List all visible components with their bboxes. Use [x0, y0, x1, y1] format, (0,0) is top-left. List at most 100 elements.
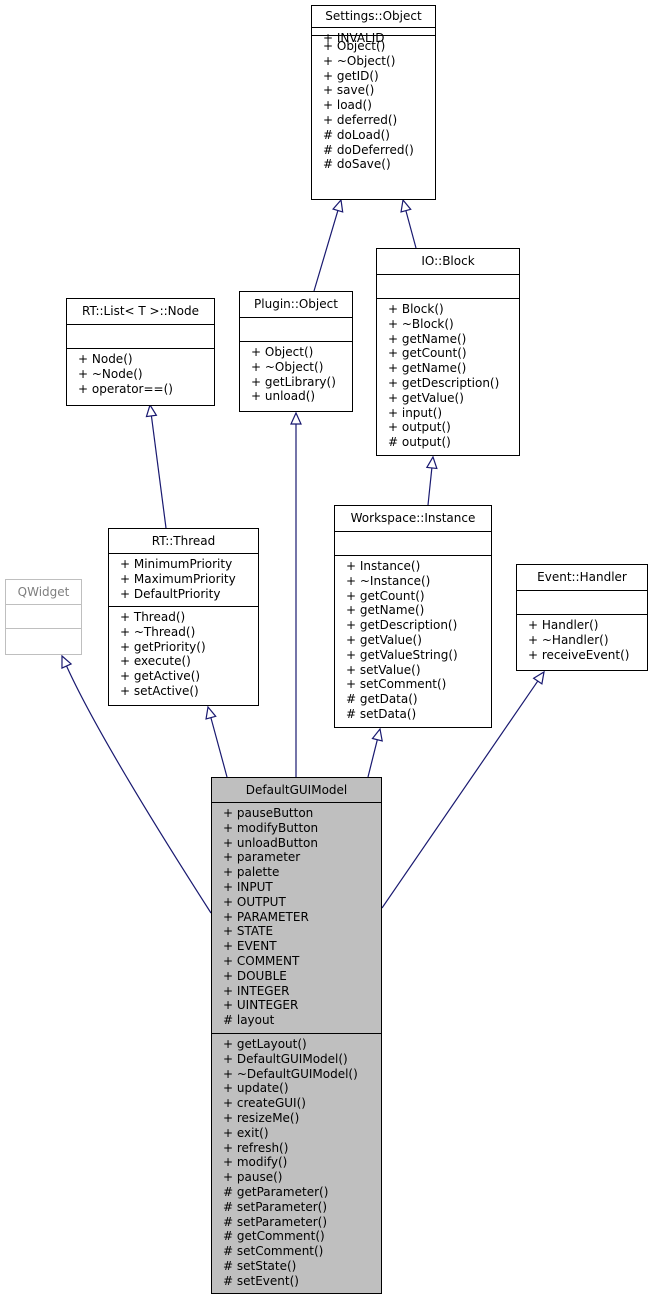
attribute-item: + MinimumPriority: [120, 557, 233, 571]
class-box-event-handler[interactable]: Event::Handler+ Handler()+ ~Handler()+ r…: [516, 564, 648, 671]
inheritance-edge-default-gui-model-to-qwidget: [61, 654, 212, 914]
inheritance-edge-default-gui-model-to-event-handler: [381, 670, 545, 909]
inheritance-arrowhead: [425, 455, 438, 470]
method-item: # setData(): [346, 706, 417, 721]
method-item: # setComment(): [223, 1244, 324, 1259]
attribute-item: + INPUT: [223, 879, 273, 894]
attributes-section: [240, 318, 352, 342]
method-item: + setComment(): [346, 677, 447, 692]
method-item: + ~Block(): [388, 316, 454, 331]
method-item: + ~Thread(): [120, 624, 196, 639]
edge-line: [405, 210, 417, 249]
attribute-item: + DefaultPriority: [120, 586, 221, 601]
methods-section: + Node()+ ~Node()+ operator==(): [67, 349, 214, 407]
method-item: + getValue(): [346, 632, 422, 647]
inheritance-arrowhead: [290, 411, 302, 425]
class-name: Settings::Object: [312, 6, 435, 28]
class-box-plugin-object[interactable]: Plugin::Object+ Object()+ ~Object()+ get…: [239, 291, 353, 412]
class-name: RT::Thread: [109, 529, 258, 554]
method-item: # getData(): [346, 692, 418, 707]
attributes-section: [377, 275, 519, 299]
class-box-settings-object[interactable]: Settings::Object+ INVALID+ Object()+ ~Ob…: [311, 5, 436, 200]
method-item: + setActive(): [120, 683, 199, 698]
method-item: # getParameter(): [223, 1184, 329, 1199]
method-item: + getActive(): [120, 669, 201, 684]
class-box-qwidget[interactable]: QWidget: [5, 579, 82, 655]
method-item: + receiveEvent(): [528, 647, 630, 662]
edge-line: [210, 717, 228, 778]
method-item: + ~Handler(): [528, 632, 609, 647]
method-item: + modify(): [223, 1155, 288, 1170]
method-item: + unload(): [251, 389, 316, 404]
edge-line: [427, 467, 433, 506]
method-item: + getName(): [388, 361, 467, 376]
method-item: + getLayout(): [223, 1037, 307, 1051]
method-item: + ~Instance(): [346, 573, 431, 588]
class-box-default-gui-model[interactable]: DefaultGUIModel+ pauseButton+ modifyButt…: [211, 777, 382, 1294]
method-item: + ~Object(): [251, 359, 324, 374]
class-name: IO::Block: [377, 249, 519, 275]
attributes-section: [517, 591, 647, 615]
method-item: # setParameter(): [223, 1214, 328, 1229]
edge-line: [150, 415, 167, 529]
method-item: + execute(): [120, 654, 191, 669]
method-item: + ~Node(): [78, 366, 143, 381]
class-box-io-block[interactable]: IO::Block+ Block()+ ~Block()+ getName()+…: [376, 248, 520, 456]
method-item: + save(): [323, 83, 375, 98]
method-item: + getValue(): [388, 390, 464, 405]
inheritance-edge-workspace-instance-to-io-block: [425, 455, 438, 506]
attributes-section: + INVALID: [312, 28, 435, 45]
method-item: + operator==(): [78, 381, 173, 396]
method-item: + setValue(): [346, 662, 421, 677]
attribute-item: + unloadButton: [223, 835, 318, 850]
method-item: + getLibrary(): [251, 374, 336, 389]
class-name: Workspace::Instance: [335, 506, 491, 532]
method-item: # doDeferred(): [323, 142, 414, 157]
method-item: + deferred(): [323, 112, 398, 127]
attributes-section: + pauseButton+ modifyButton+ unloadButto…: [212, 803, 381, 1034]
inheritance-arrowhead: [205, 705, 217, 720]
attribute-item: + COMMENT: [223, 953, 300, 968]
method-item: + ~DefaultGUIModel(): [223, 1066, 358, 1081]
method-item: + pause(): [223, 1170, 283, 1185]
attribute-item: + DOUBLE: [223, 968, 287, 983]
inheritance-arrowhead: [61, 654, 73, 670]
method-item: + Node(): [78, 352, 133, 366]
method-item: + getPriority(): [120, 639, 206, 654]
method-item: + Instance(): [346, 559, 421, 573]
class-name: Event::Handler: [517, 565, 647, 591]
attribute-item: + INTEGER: [223, 983, 290, 998]
method-item: + refresh(): [223, 1140, 289, 1155]
edge-line: [65, 665, 212, 914]
method-item: + load(): [323, 98, 372, 113]
method-item: + createGUI(): [223, 1096, 306, 1111]
method-item: + resizeMe(): [223, 1110, 300, 1125]
attribute-item: + MaximumPriority: [120, 571, 236, 586]
method-item: + update(): [223, 1081, 289, 1096]
inheritance-arrowhead: [400, 198, 412, 213]
inheritance-edge-io-block-to-settings-object: [400, 198, 417, 249]
class-box-workspace-instance[interactable]: Workspace::Instance+ Instance()+ ~Instan…: [334, 505, 492, 728]
method-item: + Block(): [388, 302, 444, 316]
inheritance-edge-default-gui-model-to-rt-thread: [205, 705, 228, 778]
methods-section: + Object()+ ~Object()+ getLibrary()+ unl…: [240, 342, 352, 413]
inheritance-arrowhead: [371, 727, 383, 742]
inheritance-edge-default-gui-model-to-workspace-instance: [367, 727, 383, 778]
attribute-item: + UINTEGER: [223, 998, 299, 1013]
method-item: + getCount(): [388, 346, 467, 361]
class-box-rt-list-node[interactable]: RT::List< T >::Node+ Node()+ ~Node()+ op…: [66, 298, 215, 406]
methods-section: + getLayout()+ DefaultGUIModel()+ ~Defau…: [212, 1034, 381, 1295]
method-item: # setState(): [223, 1258, 297, 1273]
method-item: + getValueString(): [346, 647, 458, 662]
class-name: DefaultGUIModel: [212, 778, 381, 803]
method-item: + DefaultGUIModel(): [223, 1051, 348, 1066]
methods-section: + Block()+ ~Block() + getName()+ getCount…: [377, 299, 519, 457]
class-name: Plugin::Object: [240, 292, 352, 318]
inheritance-arrowhead: [532, 670, 545, 685]
methods-section: + Object()+ ~Object()+ getID()+ save()+ …: [312, 36, 435, 201]
attributes-section: [6, 605, 81, 629]
methods-section: + Instance()+ ~Instance()+ getCount()+ g…: [335, 556, 491, 729]
class-box-rt-thread[interactable]: RT::Thread+ MinimumPriority+ MaximumPrio…: [108, 528, 259, 706]
method-item: # doLoad(): [323, 127, 390, 142]
